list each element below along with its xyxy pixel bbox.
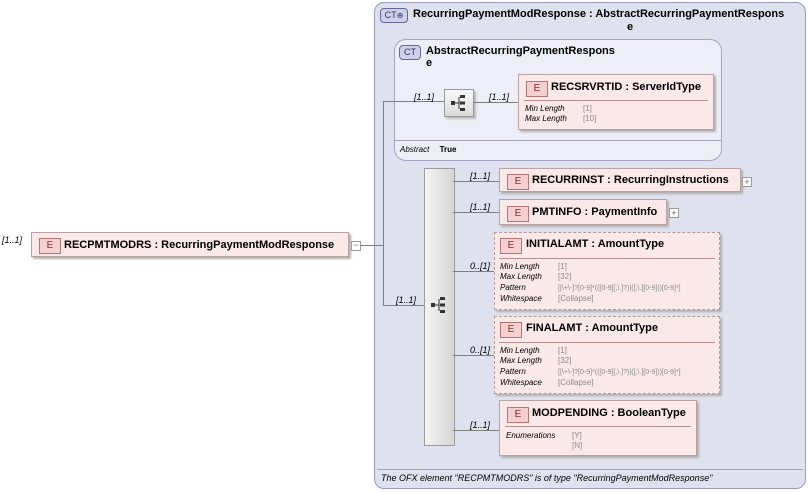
facet-row: Whitespace[Collapse]	[500, 294, 594, 303]
element-divider	[505, 426, 691, 427]
connector	[453, 181, 499, 182]
footer-divider	[377, 469, 803, 470]
element-tag: E	[507, 174, 529, 190]
recsrvrtid-element[interactable]: E RECSRVRTID : ServerIdType Min Length[1…	[518, 74, 714, 130]
connector	[453, 212, 499, 213]
abstract-type-title-line2: e	[426, 57, 433, 69]
expand-icon: ⊕	[396, 11, 404, 20]
recurrinst-name: RECURRINST : RecurringInstructions	[532, 174, 729, 186]
facet-row: Min Length[1]	[500, 262, 567, 271]
initialamt-occurrence: 0..[1]	[470, 261, 491, 271]
abstract-type-title: AbstractRecurringPaymentRespons e	[426, 45, 615, 69]
connector	[383, 101, 384, 305]
initialamt-element[interactable]: E INITIALAMT : AmountType Min Length[1] …	[494, 232, 720, 310]
complex-type-title: RecurringPaymentModResponse : AbstractRe…	[413, 8, 805, 34]
pmtinfo-name: PMTINFO : PaymentInfo	[532, 206, 658, 218]
abstract-type-tag: CT	[404, 47, 416, 57]
abstract-label: Abstract	[400, 145, 430, 154]
element-divider	[499, 258, 715, 259]
connector	[383, 101, 444, 102]
element-divider	[499, 342, 715, 343]
modpending-name: MODPENDING : BooleanType	[532, 407, 686, 419]
initialamt-name: INITIALAMT : AmountType	[526, 238, 665, 250]
element-tag: E	[39, 238, 61, 254]
connector	[453, 271, 494, 272]
connector	[453, 355, 494, 356]
element-tag: E	[500, 238, 522, 254]
element-divider	[524, 100, 708, 101]
facet-row: Whitespace[Collapse]	[500, 378, 594, 387]
finalamt-element[interactable]: E FINALAMT : AmountType Min Length[1] Ma…	[494, 316, 720, 394]
expand-icon[interactable]: +	[669, 208, 679, 218]
root-occurrence: [1..1]	[2, 235, 23, 245]
facet-row: Min Length[1]	[525, 104, 592, 113]
facet-row: Pattern[[\+\-]?[0-9]*(([0-9][,\.]?)|([,\…	[500, 283, 681, 292]
complex-type-title-line2: e	[627, 21, 634, 33]
modpending-occurrence: [1..1]	[470, 420, 491, 430]
abstract-divider	[395, 140, 721, 141]
finalamt-occurrence: 0..[1]	[470, 345, 491, 355]
facet-row: Pattern[[\+\-]?[0-9]*(([0-9][,\.]?)|([,\…	[500, 367, 681, 376]
recsrvrtid-occurrence: [1..1]	[489, 92, 510, 102]
facet-row: [N]	[572, 441, 583, 450]
facet-row: Min Length[1]	[500, 346, 567, 355]
complex-type-tag: CT	[384, 10, 397, 20]
complex-type-badge[interactable]: CT⊕	[380, 8, 408, 23]
finalamt-name: FINALAMT : AmountType	[526, 322, 658, 334]
connector	[383, 305, 425, 306]
facet-row: Enumerations[Y]	[506, 431, 582, 440]
sequence-icon	[431, 297, 445, 313]
pmtinfo-element[interactable]: E PMTINFO : PaymentInfo	[499, 199, 667, 225]
element-tag: E	[526, 81, 548, 97]
element-tag: E	[500, 322, 522, 338]
facet-row: Max Length[32]	[500, 356, 572, 365]
main-sequence-compositor[interactable]	[428, 294, 450, 316]
element-tag: E	[507, 206, 529, 222]
complex-type-title-line1: RecurringPaymentModResponse : AbstractRe…	[413, 8, 785, 20]
root-element-name: RECPMTMODRS : RecurringPaymentModRespons…	[64, 239, 335, 251]
recurrinst-occurrence: [1..1]	[470, 171, 491, 181]
recurrinst-element[interactable]: E RECURRINST : RecurringInstructions	[499, 168, 741, 192]
abstract-type-title-line1: AbstractRecurringPaymentRespons	[426, 45, 615, 57]
collapse-icon[interactable]: −	[351, 241, 361, 251]
connector	[361, 245, 383, 246]
abstract-property: Abstract True	[400, 145, 456, 154]
facet-row: Max Length[32]	[500, 272, 572, 281]
connector	[453, 430, 499, 431]
sequence-icon	[451, 95, 465, 111]
expand-icon[interactable]: +	[742, 177, 752, 187]
pmtinfo-occurrence: [1..1]	[470, 202, 491, 212]
abstract-sequence-occurrence: [1..1]	[414, 92, 435, 102]
element-tag: E	[507, 407, 529, 423]
connector	[473, 102, 518, 103]
facet-row: Max Length[10]	[525, 114, 597, 123]
recsrvrtid-name: RECSRVRTID : ServerIdType	[551, 81, 701, 93]
sequence-occurrence: [1..1]	[396, 295, 417, 305]
sequence-compositor-icon[interactable]	[444, 89, 474, 117]
modpending-element[interactable]: E MODPENDING : BooleanType Enumerations[…	[499, 400, 697, 456]
root-element[interactable]: E RECPMTMODRS : RecurringPaymentModRespo…	[31, 232, 349, 257]
abstract-type-badge[interactable]: CT	[399, 45, 421, 60]
type-footer-note: The OFX element "RECPMTMODRS" is of type…	[381, 473, 713, 483]
abstract-value: True	[439, 145, 457, 154]
